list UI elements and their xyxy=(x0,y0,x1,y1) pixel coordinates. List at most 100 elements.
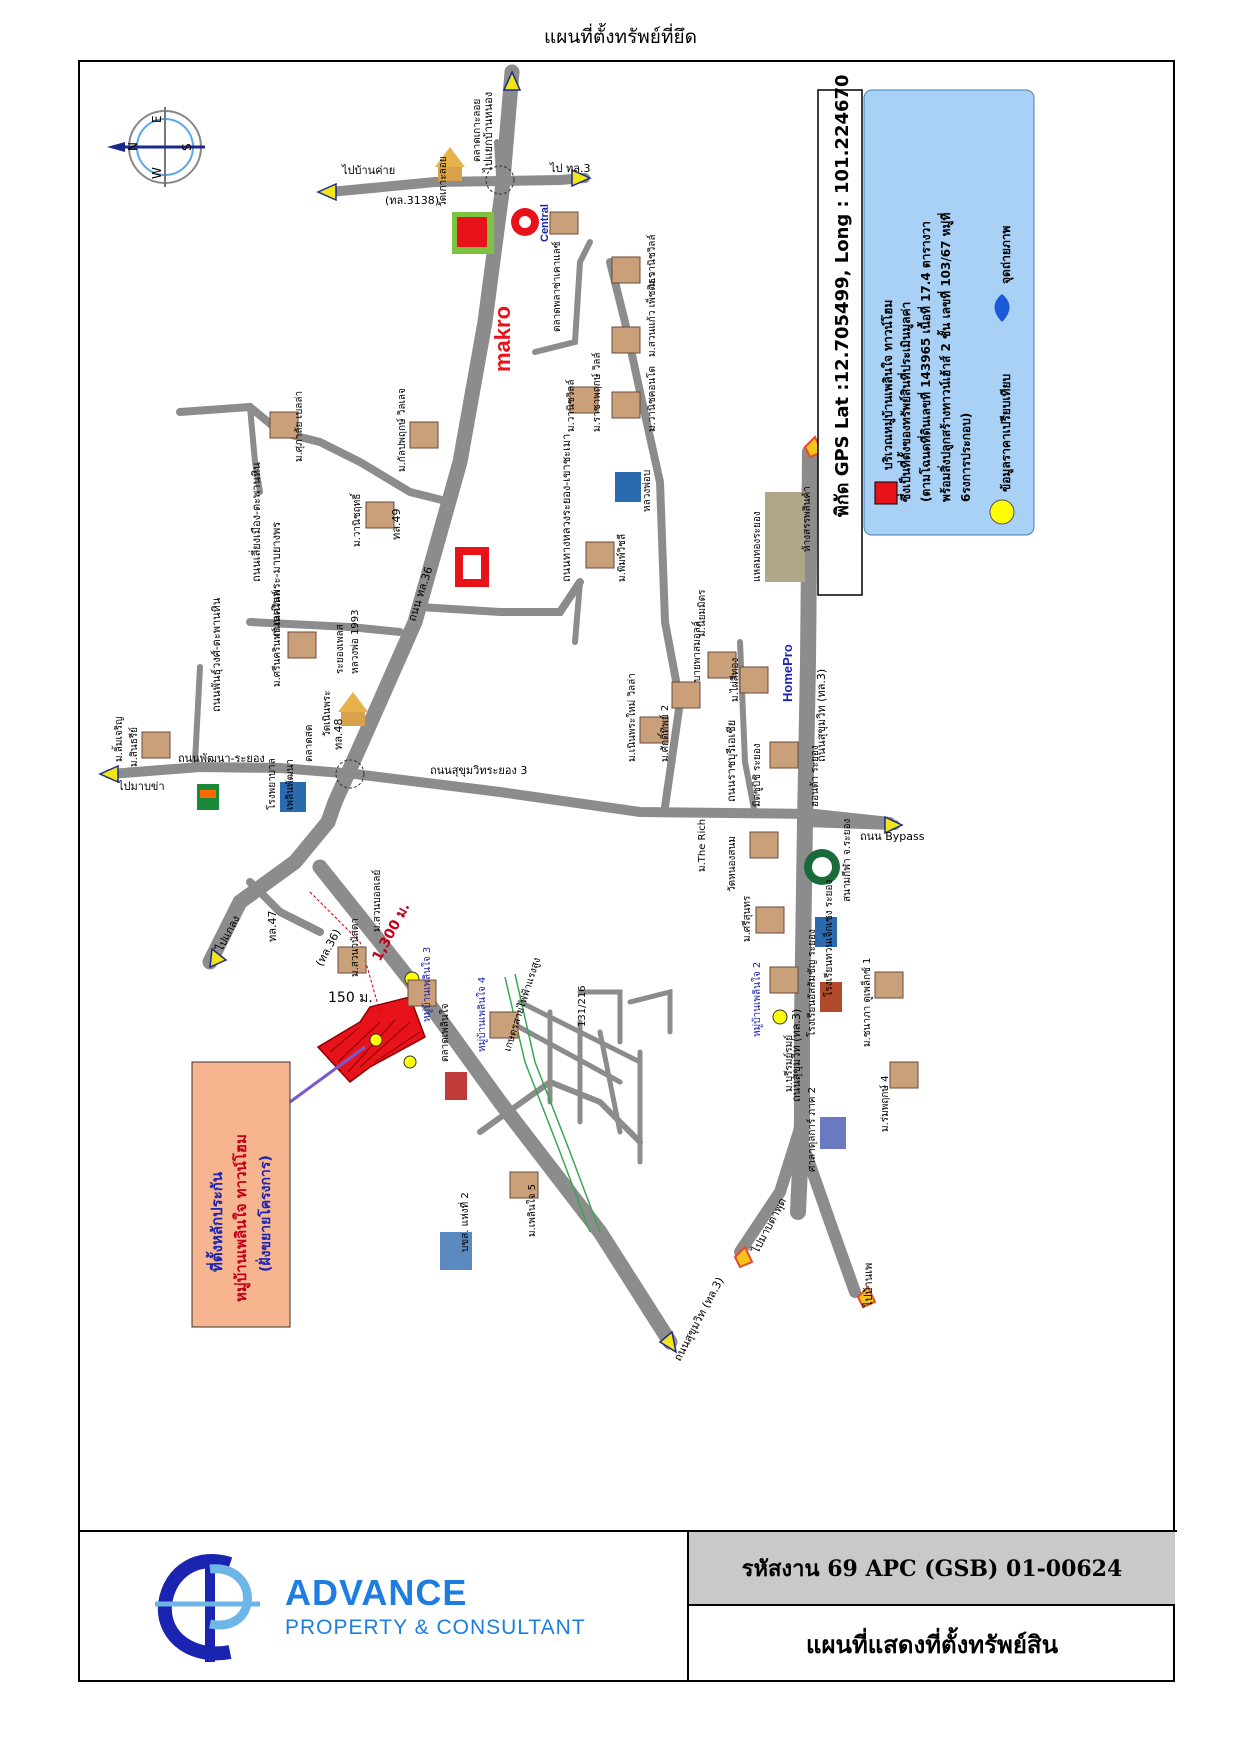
arrow-southwest-icon xyxy=(209,947,228,969)
road-label-tl3: ไป ทล.3 xyxy=(549,162,591,175)
place-label: วัดเกาะลอย xyxy=(438,156,449,207)
legend-photo-drop-icon xyxy=(994,294,1010,322)
bus-station-icon xyxy=(440,1232,472,1270)
place-label: ม.ศุภาลัย เบลล่า xyxy=(294,391,305,462)
place-label: ม.ชนาภา ดูเพล็กซ์ 1 xyxy=(859,958,873,1047)
place-label: ม.วานิชคอนโด xyxy=(645,366,658,432)
local-road-9 xyxy=(627,988,673,1035)
brand-subtitle: PROPERTY & CONSULTANT xyxy=(285,1616,586,1639)
road-label-chanthaburi: ถนนทางหลวงระยอง-เขาชะเมา xyxy=(560,434,573,582)
subject-marker-icon xyxy=(369,1033,383,1047)
place-label: ม.วานิชวิลล์ xyxy=(565,380,577,433)
place-label: หมู่บ้านเพลินใจ 3 xyxy=(421,947,433,1022)
bank-2-icon xyxy=(615,472,641,502)
central-icon xyxy=(511,208,539,236)
road-kho-loi xyxy=(494,139,503,195)
location-map: N E S W พิกัด GPS Lat :12.705499, Long :… xyxy=(98,64,1035,1363)
place-label: สนามกีฬา จ.ระยอง xyxy=(841,819,853,902)
legend-red-swatch-icon xyxy=(874,481,898,505)
place-labels: วัดเกาะลอย ตลาดเกาะลอย ตลาดพลาซ่าเคาแลซ์… xyxy=(111,99,891,1252)
highway-3-se xyxy=(796,1136,861,1298)
local-road-10 xyxy=(246,878,324,936)
legend-compare: ข้อมูลราคาเปรียบเทียบ xyxy=(999,374,1014,492)
place-label: ม.บุรีรมย์รมย์ xyxy=(783,1035,795,1092)
road-label-tl49: ทล.49 xyxy=(390,509,403,541)
road-label-tl48: ทล.48 xyxy=(332,719,345,751)
gps-title: พิกัด GPS Lat :12.705499, Long : 101.224… xyxy=(832,74,853,517)
place-label: ม.ไผ่สีทอง xyxy=(729,658,741,702)
place-label: ม.สวนบอลเลย์ xyxy=(371,870,383,932)
callout-line3: (ฝั่งขยายโครงการ) xyxy=(255,1155,274,1272)
place-label: ตลาดสด xyxy=(304,725,315,762)
bank-icon xyxy=(280,782,306,812)
road-east-4 xyxy=(572,579,583,645)
road-label-sukhumvit: ถนนสุขุมวิทระยอง 3 xyxy=(430,764,527,777)
landmark-icons xyxy=(197,147,846,1270)
place-label: ม.สวนวนัสดา xyxy=(350,918,361,977)
makro-label: makro xyxy=(490,306,515,372)
compass-icon: N E S W xyxy=(107,107,205,187)
place-label: ม.พิมพ์วิชลี xyxy=(616,534,628,582)
legend-yellow-dot-icon xyxy=(989,499,1015,525)
road-west-2 xyxy=(247,404,263,495)
place-label: แหลมทองระยอง xyxy=(752,511,763,582)
place-label: ตลาดเพลินใจ xyxy=(439,1003,451,1062)
place-label: ม.ศรีนครินทร์ เลควิลล์ xyxy=(271,591,283,687)
place-label: วัดเนินพระ xyxy=(322,690,333,737)
temple-icon xyxy=(435,147,465,181)
big-c-logo-icon xyxy=(457,217,487,247)
brand-name: ADVANCE xyxy=(285,1572,468,1613)
highway-36 xyxy=(320,64,520,830)
road-label-ban-phe: ไปบ้านเพ xyxy=(862,1263,875,1308)
road-label-sukhumvit2: ถนนสุขุมวิท (ทล.3) xyxy=(815,669,828,762)
compass-e: E xyxy=(150,115,164,123)
job-code: รหัสงาน 69 APC (GSB) 01-00624 xyxy=(687,1532,1175,1606)
legend-main-line5: 6รงการประกอบ) xyxy=(959,413,973,502)
school-3-icon xyxy=(820,1117,846,1149)
road-label-3138: (ทล.3138) xyxy=(385,194,439,207)
road-label-noen-phra: ไปมาบข่า xyxy=(117,780,165,793)
place-label: ม.ศักดิ์ทิพย์ 2 xyxy=(657,705,671,762)
place-label: ม.กัลปพฤกษ์ วิลเลจ xyxy=(396,388,408,472)
road-east-2 xyxy=(532,239,593,355)
compass-n: N xyxy=(126,142,140,151)
road-label-bypass: ถนน Bypass xyxy=(860,830,925,843)
compass-s: S xyxy=(180,143,194,151)
legend-photo: จุดถ่ายภาพ xyxy=(999,225,1014,284)
place-label: ระยองเพลส xyxy=(335,624,346,674)
road-label-nongbua: ถนนเนินพระ-มาบยางพร xyxy=(270,522,283,637)
place-label: ม.The Rich xyxy=(697,819,708,872)
local-road-8 xyxy=(577,989,623,1045)
callout-line2: หมู่บ้านเพลินใจ ทาวน์โฮม xyxy=(231,1134,251,1302)
road-label-hwy3: ถนนสุขุมวิท (ทล.3) xyxy=(790,1009,803,1102)
arrow-east-icon xyxy=(571,168,592,188)
mall-icon xyxy=(765,492,805,582)
company-logo-area: ADVANCE PROPERTY & CONSULTANT xyxy=(80,1532,687,1682)
collateral-callout: ที่ตั้งหลักประกัน หมู่บ้านเพลินใจ ทาวน์โ… xyxy=(191,1045,366,1328)
gps-info-box: พิกัด GPS Lat :12.705499, Long : 101.224… xyxy=(817,74,1035,596)
callout-line1: ที่ตั้งหลักประกัน xyxy=(205,1171,226,1272)
place-label: วัดหนองสนม xyxy=(727,836,738,892)
arrow-west-icon xyxy=(316,182,337,202)
place-label: ตลาดพลาซ่าเคาแลซ์ xyxy=(551,241,563,332)
place-label: โรงเรียนอัสสัมชัญ ระยอง xyxy=(805,929,818,1037)
place-label: 131/216 xyxy=(577,985,588,1027)
legend-main-line3: (ตามโฉนดที่ดินเลขที่ 143965 เนื้อที่ 17.… xyxy=(916,221,933,502)
end-marker-2-icon xyxy=(856,1285,877,1309)
footer-divider xyxy=(80,1530,1177,1532)
place-label: หมู่บ้านเพลินใจ 2 xyxy=(751,962,763,1037)
road-label-nong-bon: ไปแยกบ้านหนอง xyxy=(482,92,495,173)
highway-36-south-b xyxy=(312,859,678,1350)
place-label: ม.ลิ้มเจริญ xyxy=(111,716,125,762)
highway-3-sw xyxy=(734,1116,808,1258)
road-west-1 xyxy=(176,402,454,506)
legend-main-line2: ซึ่งเป็นที่ตั้งของทรัพย์สินที่ประเมินมูล… xyxy=(896,302,914,502)
legend-main-line1: บริเวณหมู่บ้านเพลินใจ ทาวน์โฮม xyxy=(880,300,896,470)
place-label: ศาลาดุลการ์ ภาค 2 xyxy=(806,1087,818,1172)
market-icon xyxy=(445,1072,467,1100)
arrow-north-icon xyxy=(502,70,522,91)
place-label: โรงพยาบาล xyxy=(265,758,278,810)
road-label-ring: ถนนพัฒนา-ระยอง xyxy=(178,752,265,765)
local-road-6 xyxy=(597,1029,623,1135)
place-label: บขส. แห่งที่ 2 xyxy=(457,1192,471,1252)
